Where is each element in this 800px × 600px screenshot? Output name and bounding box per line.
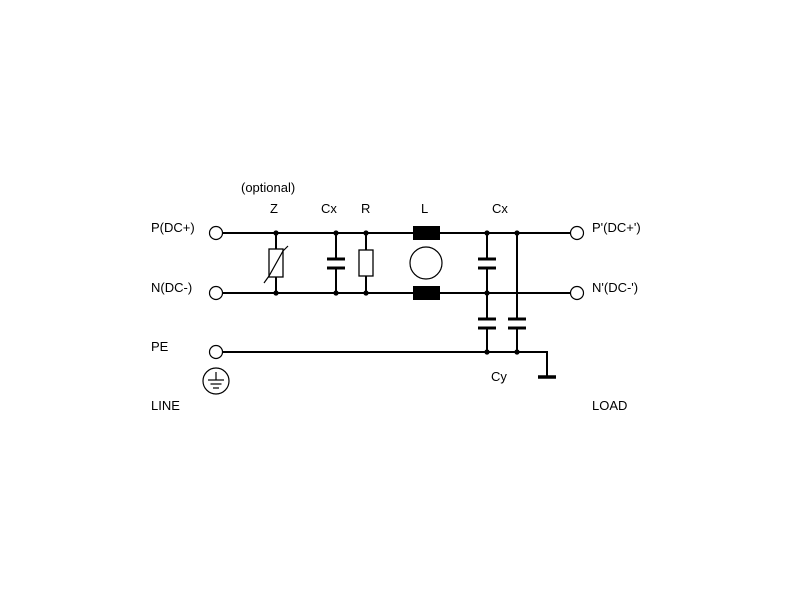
line-n-label: N(DC-) [151, 280, 192, 295]
load-p-label: P'(DC+') [592, 220, 641, 235]
cy-label: Cy [491, 369, 507, 384]
resistor-r [358, 233, 374, 293]
capacitor-cx2 [478, 233, 496, 293]
junction-dots [273, 230, 520, 355]
capacitor-cy2 [508, 233, 526, 352]
line-n-terminal [208, 285, 224, 301]
choke-l [409, 226, 443, 300]
capacitor-cy1 [478, 293, 496, 352]
line-side-label: LINE [151, 398, 180, 413]
r-label: R [361, 201, 370, 216]
pe-terminal [208, 344, 224, 360]
cx1-label: Cx [321, 201, 337, 216]
load-n-terminal [569, 285, 585, 301]
pe-label: PE [151, 339, 169, 354]
line-p-terminal [208, 225, 224, 241]
load-side-label: LOAD [592, 398, 627, 413]
z-label: Z [270, 201, 278, 216]
z-optional-note: (optional) [241, 180, 295, 195]
load-p-terminal [569, 225, 585, 241]
earth-ground-icon [202, 367, 230, 395]
varistor-z [263, 233, 289, 293]
l-label: L [421, 201, 428, 216]
chassis-ground-icon [538, 351, 556, 379]
line-p-label: P(DC+) [151, 220, 195, 235]
capacitor-cx1 [327, 233, 345, 293]
load-n-label: N'(DC-') [592, 280, 638, 295]
cx2-label: Cx [492, 201, 508, 216]
